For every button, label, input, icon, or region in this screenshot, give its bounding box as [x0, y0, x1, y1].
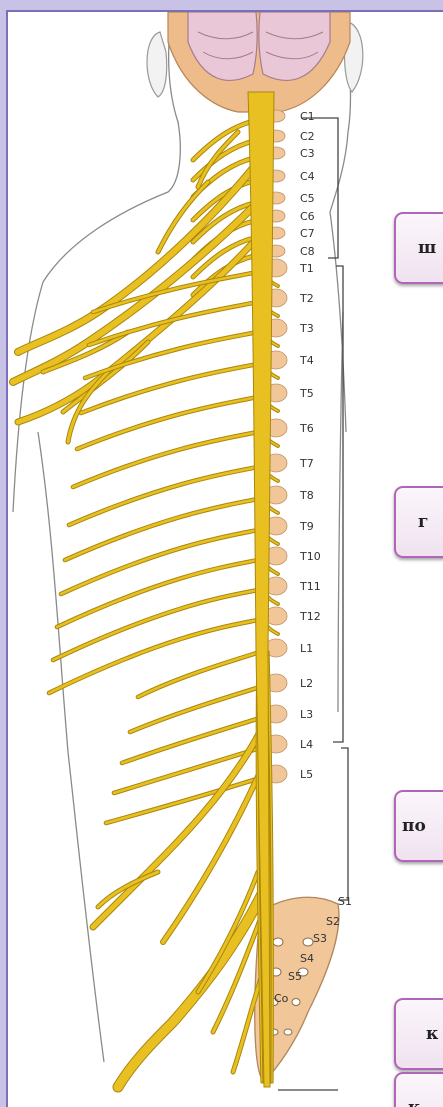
segment-label: C6 [300, 210, 315, 223]
callout-coccygeal: к [394, 1072, 443, 1107]
callout-lumbar-text: по [402, 816, 426, 836]
callout-sacral: к [394, 998, 443, 1070]
segment-label: C3 [300, 147, 315, 160]
spinal-nerves [13, 120, 278, 1087]
segment-label: S3 [313, 932, 327, 945]
nerve-outline [18, 162, 258, 352]
segment-label: T6 [299, 422, 314, 435]
segment-label: C1 [300, 110, 315, 123]
segment-label: T11 [299, 580, 321, 593]
segment-label: T9 [299, 520, 314, 533]
left-ear [147, 32, 167, 97]
callout-cervical: ш [394, 212, 443, 284]
segment-label: T3 [299, 322, 314, 335]
segment-label: C4 [300, 170, 315, 183]
callout-thoracic: г [394, 486, 443, 558]
segment-label: S2 [326, 915, 340, 928]
segment-label: L5 [300, 768, 313, 781]
callout-coccygeal-text: к [408, 1098, 420, 1107]
nerve-branch [49, 620, 258, 693]
nerve-branch [65, 499, 258, 560]
callout-cervical-text: ш [418, 238, 436, 258]
segment-label: L3 [300, 708, 313, 721]
nerve-outline [65, 499, 258, 560]
segment-label: C2 [300, 130, 315, 143]
callout-sacral-text: к [426, 1024, 438, 1044]
nerve-branch [18, 162, 258, 352]
segment-label: T8 [299, 489, 314, 502]
segment-label: T4 [299, 354, 314, 367]
nerve-outline [49, 620, 258, 693]
segment-label: L2 [300, 677, 313, 690]
segment-label: T1 [299, 262, 314, 275]
segment-label: S1 [338, 895, 352, 908]
segment-label: L1 [300, 642, 313, 655]
spinal-nerves-diagram: C1C2C3C4C5C6C7C8T1T2T3T4T5T6T7T8T9T10T11… [8, 12, 443, 1107]
segment-label: S5 [288, 970, 302, 983]
segment-label: L4 [300, 738, 313, 751]
segment-label: C5 [300, 192, 315, 205]
nerve-outline [198, 872, 258, 992]
callout-lumbar: по [394, 790, 443, 862]
callout-thoracic-text: г [418, 512, 428, 532]
segment-label: C8 [300, 245, 315, 258]
segment-label: T7 [299, 457, 314, 470]
segment-label: T10 [299, 550, 321, 563]
segment-label: S4 [300, 952, 314, 965]
segment-label: T12 [299, 610, 321, 623]
segment-label: T5 [299, 387, 314, 400]
segment-label: C7 [300, 227, 315, 240]
segment-label: Co [274, 992, 289, 1005]
segment-label: T2 [299, 292, 314, 305]
